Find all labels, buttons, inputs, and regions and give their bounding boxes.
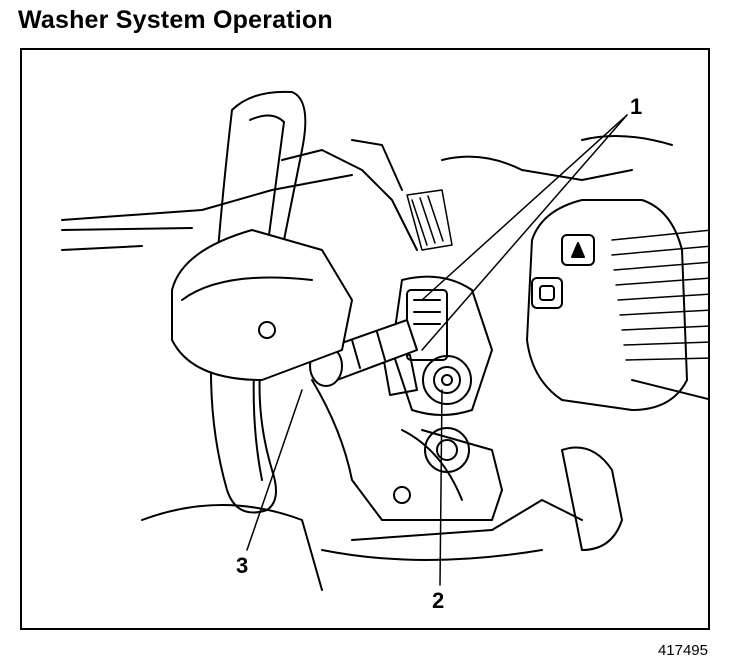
switch-panel bbox=[526, 199, 688, 411]
dash-line-upper bbox=[61, 174, 353, 221]
leader-lines bbox=[246, 114, 628, 586]
dash-line-left bbox=[61, 227, 193, 231]
callout-3: 3 bbox=[236, 553, 249, 578]
side-panel bbox=[561, 446, 623, 551]
dash-line-left-2 bbox=[61, 245, 143, 251]
side-panel-edge bbox=[631, 379, 708, 401]
floor-edge bbox=[321, 549, 543, 561]
column-mount-bolt bbox=[436, 439, 458, 461]
dash-top-curve bbox=[581, 135, 673, 146]
multifunction-switch-lever bbox=[309, 319, 418, 387]
steering-column-illustration bbox=[61, 90, 708, 591]
figure-number: 417495 bbox=[657, 642, 708, 659]
page-title: Washer System Operation bbox=[18, 6, 333, 34]
dash-top-right bbox=[441, 155, 633, 181]
illustration-frame: 1 2 3 bbox=[20, 48, 710, 630]
column-mount-boss bbox=[424, 427, 470, 473]
steering-wheel bbox=[141, 90, 353, 591]
lower-trim-1 bbox=[401, 429, 463, 501]
center-vent bbox=[406, 189, 453, 251]
lower-trim-2 bbox=[421, 429, 503, 491]
dash-trim bbox=[351, 139, 403, 191]
callout-1: 1 bbox=[630, 94, 643, 119]
lower-column-cover bbox=[311, 379, 503, 521]
lower-bolt bbox=[393, 486, 411, 504]
callout-2: 2 bbox=[432, 588, 445, 613]
right-vent bbox=[611, 229, 708, 361]
floor-trim bbox=[351, 499, 583, 541]
driver-seat-outline bbox=[141, 504, 323, 591]
dash-vent-outline bbox=[281, 149, 418, 251]
